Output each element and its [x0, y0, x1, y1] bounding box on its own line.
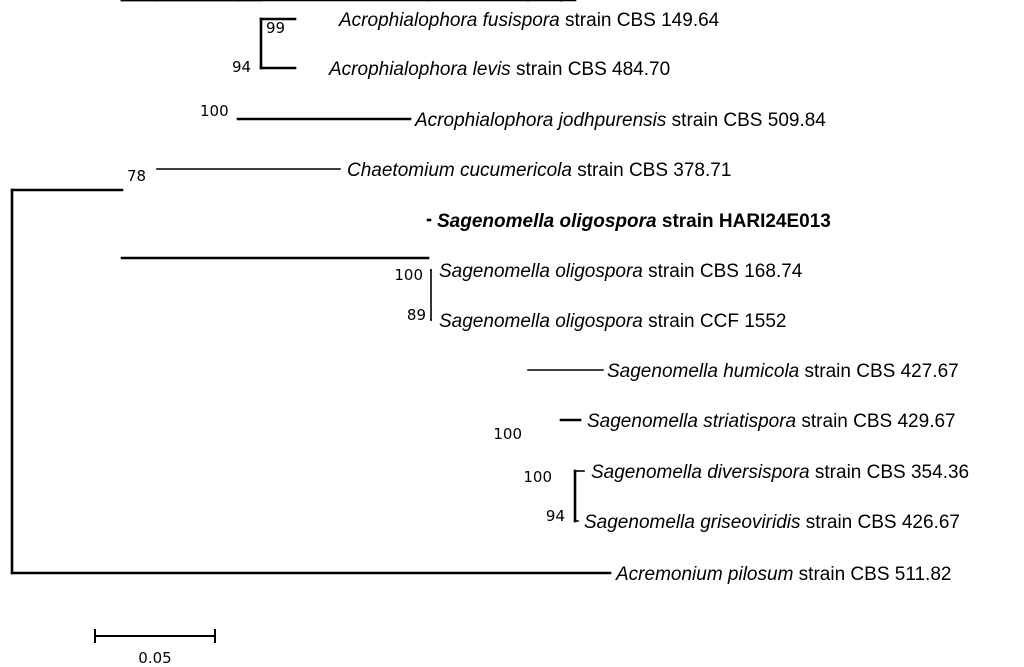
taxon-label-t_ccf: Sagenomella oligospora strain CCF 1552: [439, 311, 787, 332]
bootstrap-support-n89: 89: [407, 306, 426, 324]
taxon-strain: strain CBS 149.64: [560, 10, 720, 31]
taxon-label-t_jodh: Acrophialophora jodhpurensis strain CBS …: [414, 110, 826, 131]
taxon-label-t_griseo: Sagenomella griseoviridis strain CBS 426…: [584, 512, 960, 533]
taxon-species-name: Sagenomella oligospora: [439, 261, 643, 282]
taxon-strain: strain CCF 1552: [643, 311, 787, 332]
taxon-strain: strain CBS 354.36: [810, 462, 969, 483]
taxon-species-name: Sagenomella humicola: [607, 361, 799, 382]
taxon-label-t_fusi: Acrophialophora fusispora strain CBS 149…: [338, 10, 720, 31]
taxon-label-t_humicola: Sagenomella humicola strain CBS 427.67: [607, 361, 959, 382]
taxon-species-name: Acrophialophora levis: [328, 59, 511, 80]
taxon-species-name: Acrophialophora jodhpurensis: [414, 110, 667, 131]
taxon-strain: strain CBS 378.71: [572, 160, 731, 181]
taxon-label-t_striat: Sagenomella striatispora strain CBS 429.…: [587, 411, 956, 432]
bootstrap-support-n94b: 94: [546, 507, 565, 525]
taxon-label-t_chaet: Chaetomium cucumericola strain CBS 378.7…: [347, 160, 731, 181]
taxon-strain: strain CBS 511.82: [793, 564, 951, 585]
taxon-strain: strain CBS 427.67: [799, 361, 958, 382]
taxon-species-name: Sagenomella griseoviridis: [584, 512, 801, 533]
taxon-species-name: Sagenomella striatispora: [587, 411, 796, 432]
bootstrap-support-n94a: 94: [232, 58, 251, 76]
taxon-label-t_acremonium: Acremonium pilosum strain CBS 511.82: [615, 564, 951, 585]
taxon-strain: strain CBS 168.74: [643, 261, 803, 282]
taxon-species-name: Acrophialophora fusispora: [338, 10, 560, 31]
bootstrap-support-nSago: 100: [394, 266, 423, 284]
taxon-strain: strain CBS 484.70: [511, 59, 670, 80]
taxon-strain: strain CBS 426.67: [801, 512, 960, 533]
bootstrap-support-n100a: 100: [200, 102, 229, 120]
taxon-label-t_hari: Sagenomella oligospora strain HARI24E013: [437, 211, 831, 232]
taxon-species-name: Acremonium pilosum: [615, 564, 793, 585]
taxon-label-t_divers: Sagenomella diversispora strain CBS 354.…: [591, 462, 969, 483]
taxon-label-t_levis: Acrophialophora levis strain CBS 484.70: [328, 59, 670, 80]
bootstrap-support-n99: 99: [266, 19, 285, 37]
scale-bar-label: 0.05: [138, 649, 171, 667]
bootstrap-support-nHum: 100: [493, 425, 522, 443]
taxon-label-t_cbs168: Sagenomella oligospora strain CBS 168.74: [439, 261, 803, 282]
taxon-species-name: Sagenomella oligospora: [437, 211, 657, 232]
taxon-species-name: Chaetomium cucumericola: [347, 160, 572, 181]
taxon-strain: strain HARI24E013: [657, 211, 831, 232]
bootstrap-support-n100c: 100: [523, 468, 552, 486]
taxon-species-name: Sagenomella diversispora: [591, 462, 810, 483]
bootstrap-support-n78: 78: [127, 167, 146, 185]
taxon-species-name: Sagenomella oligospora: [439, 311, 643, 332]
taxon-strain: strain CBS 429.67: [796, 411, 955, 432]
taxon-strain: strain CBS 509.84: [666, 110, 826, 131]
